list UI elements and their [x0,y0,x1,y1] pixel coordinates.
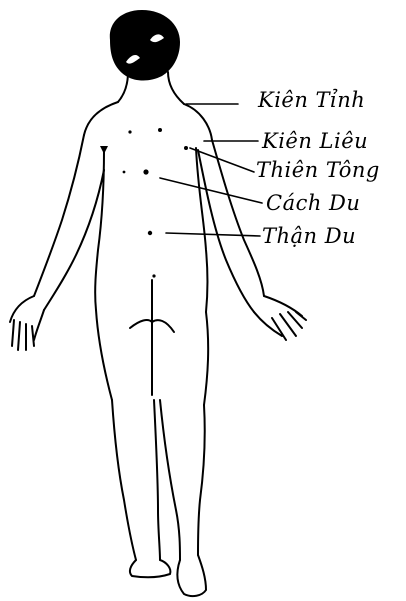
hip-mark [152,274,155,277]
label-thien-tong: Thiên Tông [256,160,380,181]
right-leg-inner [160,400,180,560]
left-foot [130,560,170,577]
than-du-point [148,231,152,235]
right-arm-inner [198,150,254,312]
neck-right-outline [168,72,184,104]
neck-left-outline [118,72,128,102]
right-hand [254,296,306,340]
kien-tinh-point [100,146,108,154]
label-kien-lieu: Kiên Liêu [262,131,368,152]
left-shoulder-outline [84,102,118,135]
cach-du-leader [160,178,262,203]
right-leg-outer [198,405,205,555]
label-kien-tinh: Kiên Tỉnh [258,90,365,111]
label-than-du: Thận Du [262,226,356,247]
left-hand [10,296,44,350]
right-foot [177,555,206,596]
head [110,10,180,81]
side-mark [123,171,126,174]
kien-lieu-point [158,128,162,132]
thien-tong-point [184,146,188,150]
left-leg-outer [112,400,136,560]
right-shoulder-outline [184,104,212,140]
cach-du-point [143,169,148,174]
label-cach-du: Cách Du [266,193,360,214]
shoulder-mark-left [128,130,131,133]
left-leg-inner [154,400,160,560]
than-du-leader [166,233,260,236]
left-arm-outer [34,135,84,296]
